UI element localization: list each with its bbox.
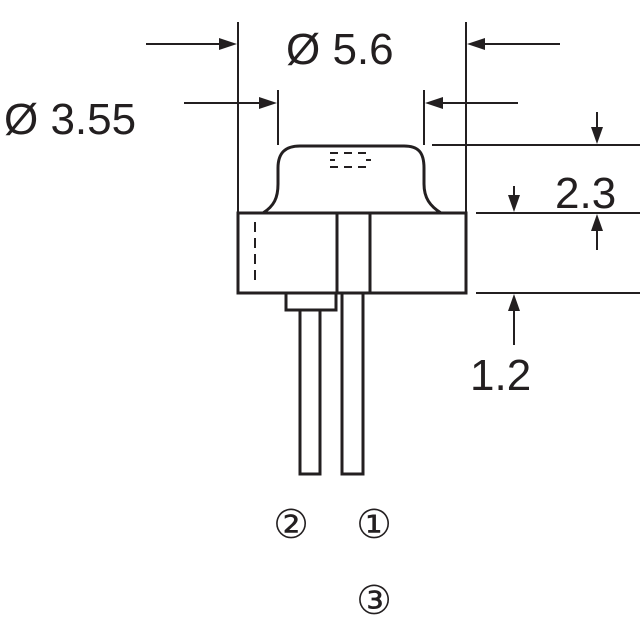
cap-marking bbox=[330, 152, 371, 168]
dimension-arrows bbox=[146, 38, 603, 345]
cap-diameter-label: Ø 3.55 bbox=[4, 95, 136, 144]
pin1-lead bbox=[340, 291, 365, 476]
cap-left-arrowhead bbox=[259, 97, 277, 109]
cap-height-label: 2.3 bbox=[555, 169, 616, 218]
flange-bottom-arrowhead bbox=[508, 294, 520, 311]
pin3-label: ③ bbox=[356, 579, 392, 623]
flange-thickness-label: 1.2 bbox=[470, 351, 531, 400]
cap-height-bottom-arrowhead bbox=[508, 195, 520, 212]
outer-left-arrowhead bbox=[219, 38, 237, 50]
pin2-lead bbox=[298, 308, 322, 476]
extension-lines bbox=[237, 22, 640, 294]
pin2-base-block bbox=[284, 291, 338, 312]
flange-top-arrowhead bbox=[591, 214, 603, 231]
cap-dome bbox=[262, 144, 442, 215]
outer-right-arrowhead bbox=[467, 38, 485, 50]
cap-right-arrowhead bbox=[425, 97, 443, 109]
flange bbox=[236, 211, 468, 295]
cap-height-top-arrowhead bbox=[591, 127, 603, 144]
package-body bbox=[236, 144, 468, 476]
outer-diameter-label: Ø 5.6 bbox=[286, 25, 394, 74]
pin2-label: ② bbox=[273, 503, 309, 547]
pin1-label: ① bbox=[356, 503, 392, 547]
